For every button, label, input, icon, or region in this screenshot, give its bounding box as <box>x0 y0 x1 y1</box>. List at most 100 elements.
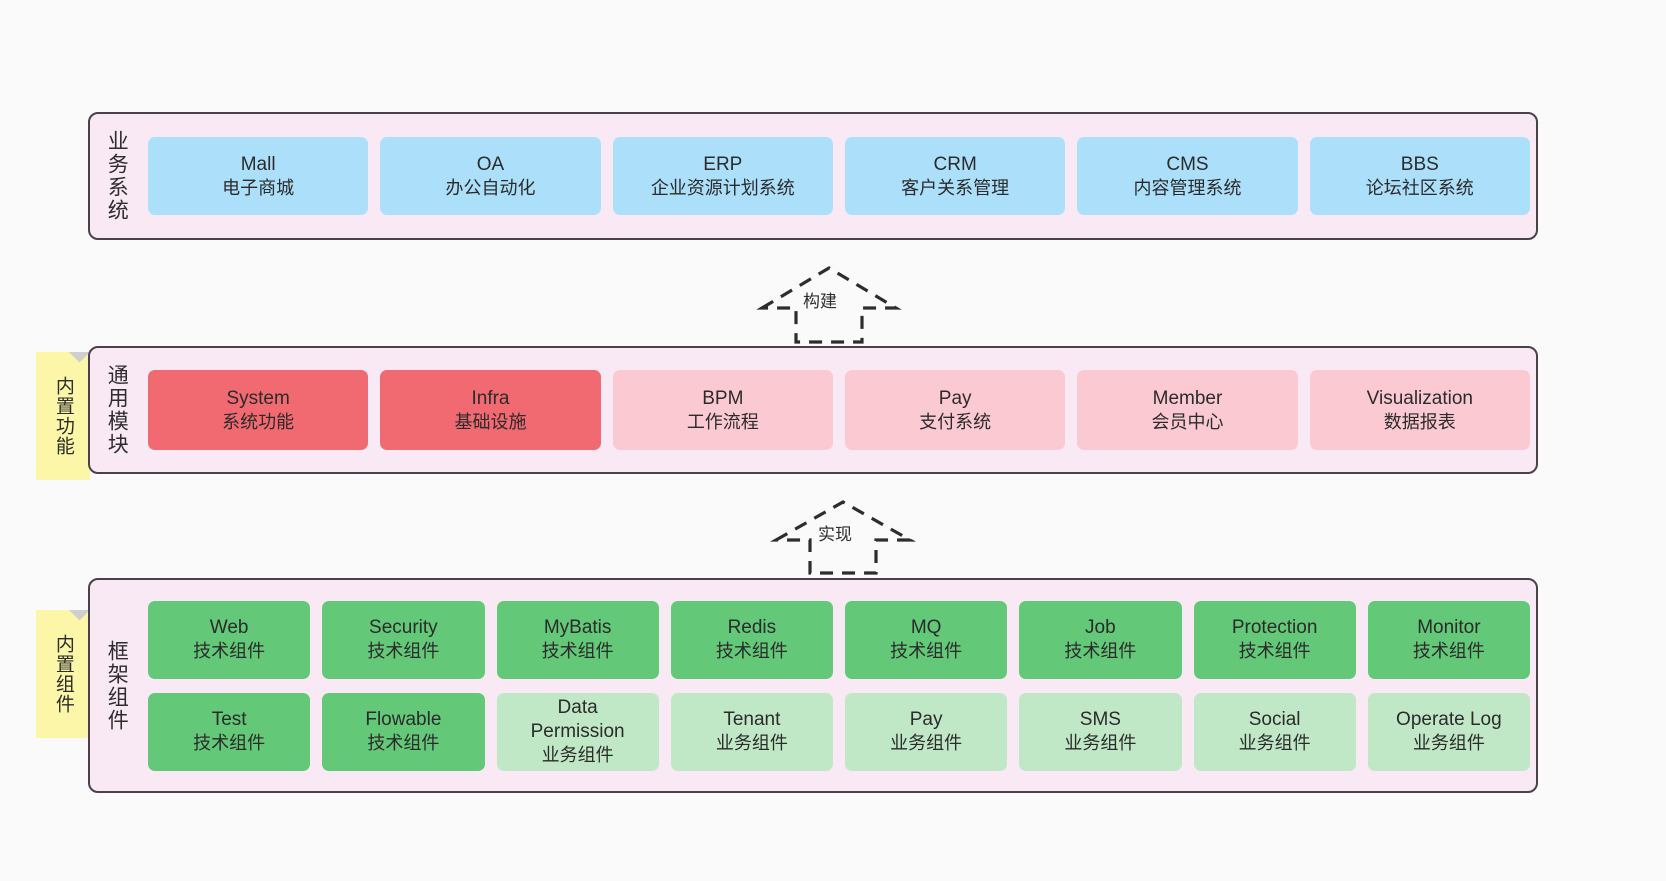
card-test-cn: 技术组件 <box>193 733 266 754</box>
card-operate-log-cn: 业务组件 <box>1412 733 1485 754</box>
card-crm[interactable]: CRM 客户关系管理 <box>844 137 1066 215</box>
card-job-cn: 技术组件 <box>1064 641 1137 662</box>
business-systems-layer: 业务系统 Mall 电子商城 OA 办公自动化 ERP 企业资源计划系统 CRM… <box>88 112 1538 240</box>
implement-arrow-label: 实现 <box>816 520 854 545</box>
framework-components-layer: 框架组件 Web 技术组件 Security 技术组件 MyBatis 技术组件… <box>88 578 1538 793</box>
card-monitor[interactable]: Monitor 技术组件 <box>1367 600 1530 679</box>
card-infra[interactable]: Infra 基础设施 <box>380 370 601 450</box>
card-monitor-en: Monitor <box>1417 617 1481 639</box>
card-sms[interactable]: SMS 业务组件 <box>1019 692 1182 771</box>
card-bbs-cn: 论坛社区系统 <box>1365 177 1474 198</box>
card-security-cn: 技术组件 <box>367 641 440 662</box>
card-test-en: Test <box>211 709 247 731</box>
card-tenant-cn: 业务组件 <box>715 733 788 754</box>
common-modules-cards: System 系统功能 Infra 基础设施 BPM 工作流程 Pay 支付系统… <box>142 348 1536 472</box>
business-systems-cards: Mall 电子商城 OA 办公自动化 ERP 企业资源计划系统 CRM 客户关系… <box>142 114 1536 238</box>
card-data-permission-en: Data Permission <box>530 697 625 743</box>
card-erp[interactable]: ERP 企业资源计划系统 <box>612 137 833 215</box>
card-cms-en: CMS <box>1166 153 1209 175</box>
common-modules-layer: 通用模块 System 系统功能 Infra 基础设施 BPM 工作流程 Pay… <box>88 346 1538 474</box>
card-web[interactable]: Web 技术组件 <box>148 600 311 679</box>
card-operate-log[interactable]: Operate Log 业务组件 <box>1367 692 1530 771</box>
card-redis[interactable]: Redis 技术组件 <box>670 600 833 679</box>
card-mall-en: Mall <box>240 153 276 175</box>
card-mybatis-cn: 技术组件 <box>541 641 614 662</box>
card-member-cn: 会员中心 <box>1151 411 1224 432</box>
card-oa[interactable]: OA 办公自动化 <box>380 137 601 215</box>
business-systems-label: 业务系统 <box>105 130 129 222</box>
card-pay-module-en: Pay <box>938 387 972 409</box>
card-mq-en: MQ <box>910 617 942 639</box>
card-pay-component-en: Pay <box>909 709 943 731</box>
card-security[interactable]: Security 技术组件 <box>322 600 485 679</box>
card-member[interactable]: Member 会员中心 <box>1077 370 1298 450</box>
card-oa-en: OA <box>476 153 505 175</box>
builtin-component-sticky: 内置组件 <box>36 610 90 738</box>
card-pay-component[interactable]: Pay 业务组件 <box>845 692 1008 771</box>
framework-components-grid: Web 技术组件 Security 技术组件 MyBatis 技术组件 Redi… <box>142 580 1536 791</box>
card-bpm[interactable]: BPM 工作流程 <box>612 370 833 450</box>
card-infra-en: Infra <box>471 387 510 409</box>
card-flowable[interactable]: Flowable 技术组件 <box>322 692 485 771</box>
card-social[interactable]: Social 业务组件 <box>1193 692 1356 771</box>
card-cms[interactable]: CMS 内容管理系统 <box>1077 137 1298 215</box>
card-data-permission[interactable]: Data Permission 业务组件 <box>496 692 659 771</box>
card-crm-cn: 客户关系管理 <box>901 177 1010 198</box>
card-system[interactable]: System 系统功能 <box>148 370 369 450</box>
card-mall[interactable]: Mall 电子商城 <box>148 137 369 215</box>
card-web-cn: 技术组件 <box>193 641 266 662</box>
card-mall-cn: 电子商城 <box>222 177 295 198</box>
card-cms-cn: 内容管理系统 <box>1133 177 1242 198</box>
card-bbs[interactable]: BBS 论坛社区系统 <box>1309 137 1530 215</box>
builtin-function-sticky: 内置功能 <box>36 352 90 480</box>
card-erp-en: ERP <box>703 153 743 175</box>
card-security-en: Security <box>369 617 438 639</box>
card-test[interactable]: Test 技术组件 <box>148 692 311 771</box>
card-job[interactable]: Job 技术组件 <box>1019 600 1182 679</box>
card-pay-component-cn: 业务组件 <box>890 733 963 754</box>
card-social-en: Social <box>1248 709 1301 731</box>
card-protection[interactable]: Protection 技术组件 <box>1193 600 1356 679</box>
card-infra-cn: 基础设施 <box>454 411 527 432</box>
sticky-fold-corner-icon <box>69 352 90 373</box>
card-oa-cn: 办公自动化 <box>445 177 536 198</box>
card-redis-cn: 技术组件 <box>715 641 788 662</box>
card-redis-en: Redis <box>727 617 777 639</box>
sticky-fold-corner-icon <box>69 610 90 631</box>
card-flowable-en: Flowable <box>365 709 442 731</box>
card-crm-en: CRM <box>933 153 977 175</box>
card-system-cn: 系统功能 <box>222 411 295 432</box>
card-mybatis-en: MyBatis <box>543 617 612 639</box>
card-visualization-en: Visualization <box>1366 387 1473 409</box>
card-system-en: System <box>226 387 290 409</box>
card-tenant-en: Tenant <box>723 709 781 731</box>
card-web-en: Web <box>209 617 249 639</box>
card-pay-module[interactable]: Pay 支付系统 <box>844 370 1066 450</box>
builtin-function-sticky-label: 内置功能 <box>52 376 74 456</box>
card-bbs-en: BBS <box>1400 153 1439 175</box>
card-operate-log-en: Operate Log <box>1396 709 1502 731</box>
card-mybatis[interactable]: MyBatis 技术组件 <box>496 600 659 679</box>
card-social-cn: 业务组件 <box>1238 733 1311 754</box>
builtin-component-sticky-label: 内置组件 <box>52 634 74 714</box>
build-arrow-label: 构建 <box>801 287 839 312</box>
card-mq[interactable]: MQ 技术组件 <box>845 600 1008 679</box>
card-sms-cn: 业务组件 <box>1064 733 1137 754</box>
card-erp-cn: 企业资源计划系统 <box>650 177 795 198</box>
card-mq-cn: 技术组件 <box>890 641 963 662</box>
card-visualization[interactable]: Visualization 数据报表 <box>1309 370 1530 450</box>
card-protection-cn: 技术组件 <box>1238 641 1311 662</box>
common-modules-label: 通用模块 <box>105 364 129 456</box>
card-sms-en: SMS <box>1079 709 1121 731</box>
card-data-permission-cn: 业务组件 <box>541 745 614 766</box>
framework-components-label: 框架组件 <box>105 639 129 732</box>
card-pay-module-cn: 支付系统 <box>919 411 992 432</box>
card-flowable-cn: 技术组件 <box>367 733 440 754</box>
card-member-en: Member <box>1152 387 1223 409</box>
card-monitor-cn: 技术组件 <box>1412 641 1485 662</box>
card-tenant[interactable]: Tenant 业务组件 <box>670 692 833 771</box>
card-job-en: Job <box>1085 617 1116 639</box>
implement-arrow: 实现 <box>769 496 917 576</box>
framework-row-2: Test 技术组件 Flowable 技术组件 Data Permission … <box>142 692 1536 771</box>
